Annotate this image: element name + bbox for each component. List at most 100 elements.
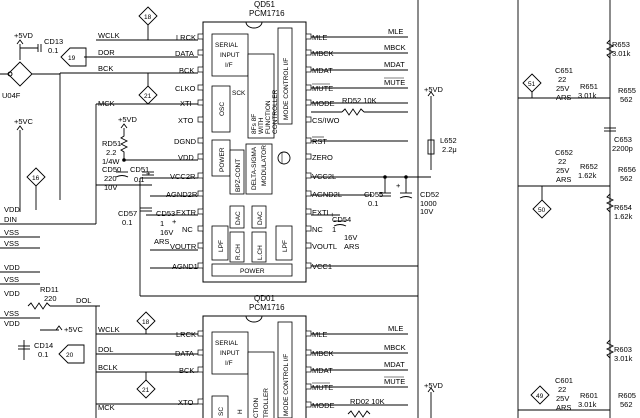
cd50-volt: 10V xyxy=(104,183,117,192)
ic2-notch xyxy=(245,315,263,323)
pin-bck: BCK xyxy=(179,66,194,75)
pin-vcc1: VCC1 xyxy=(312,262,332,271)
pin-clko: CLKO xyxy=(175,84,196,93)
supply-arrow-5vd xyxy=(427,91,435,97)
marker-49 xyxy=(530,385,550,405)
ic2-serial-3: I/F xyxy=(225,360,233,367)
supply-arrow-5vc xyxy=(16,125,24,131)
ic2-pin-bck: BCK xyxy=(179,366,194,375)
cd52-volt: 10V xyxy=(420,207,433,216)
pin-voutr: VOUTR xyxy=(170,242,197,251)
ic1-bpz-block xyxy=(229,149,245,195)
pin-vcc2r: VCC2R xyxy=(170,172,196,181)
marker-20-label: 20 xyxy=(66,352,74,359)
supply-arrow-rd51 xyxy=(120,123,128,129)
zero-transistor-symbol xyxy=(277,151,291,165)
cd50-val: 220 xyxy=(104,174,117,183)
cd13-ref: CD13 xyxy=(44,37,63,46)
rd52-label: RD52 10K xyxy=(342,96,377,105)
func-label-1: 8Fs 8F xyxy=(251,114,258,134)
ic2-part: PCM1716 xyxy=(249,303,285,312)
net-mute-bottom: MUTE xyxy=(384,377,405,386)
c651-volt: 25V xyxy=(556,84,569,93)
pin-xto: XTO xyxy=(178,116,193,125)
supply-vss-1: VSS xyxy=(4,228,19,237)
rd52-resistor xyxy=(341,108,365,116)
pin-rst: RST xyxy=(312,137,327,146)
left-bus-wires xyxy=(0,73,97,319)
ic1-serial-block xyxy=(211,33,249,77)
cd57-ref: CD57 xyxy=(118,209,137,218)
pin-mode: MODE xyxy=(312,99,335,108)
bpz-label: BPZ-CONT xyxy=(235,159,242,192)
cd53-ars: ARS xyxy=(154,237,169,246)
supply-vdd-3: VDD xyxy=(4,289,20,298)
r605-val: 562 xyxy=(620,400,633,409)
supply-arrow-5vd-left xyxy=(16,39,24,45)
rd51-val: 2.2 xyxy=(106,148,116,157)
ic1-dac-l xyxy=(251,205,267,229)
marker-18-top xyxy=(138,6,158,40)
net-mle-top: MLE xyxy=(388,27,403,36)
cd57-val: 0.1 xyxy=(122,218,132,227)
r654-ref: R654 xyxy=(614,203,632,212)
cd52-ref: CD52 xyxy=(420,190,439,199)
serial-label-1: SERIAL xyxy=(215,42,239,49)
net-wclk-top: WCLK xyxy=(98,31,120,40)
c601-val: 22 xyxy=(558,385,566,394)
l652-val: 2.2μ xyxy=(442,145,457,154)
bottom-right-wires xyxy=(311,333,408,406)
c651-ars: ARS xyxy=(556,93,571,102)
cd50-plate2 xyxy=(115,175,129,178)
lpf-r-label: LPF xyxy=(218,240,225,252)
ic2-mode-block xyxy=(277,321,293,418)
net-dol-bottom: DOL xyxy=(98,345,113,354)
net-dol-left: DOL xyxy=(76,296,91,305)
pin-nc-l: NC xyxy=(182,225,193,234)
cd14-val: 0.1 xyxy=(38,350,48,359)
supply-5vd-left: +5VD xyxy=(14,31,34,40)
rd11-ref: RD11 xyxy=(40,285,59,294)
ic2-pin-mdat: MDAT xyxy=(312,366,333,375)
ic1-notch xyxy=(245,21,263,29)
cd54-ref: CD54 xyxy=(332,215,351,224)
cd54-volt: 16V xyxy=(344,233,357,242)
marker-19 xyxy=(60,47,87,67)
c652-ref: C652 xyxy=(555,148,573,157)
r655-val: 562 xyxy=(620,95,633,104)
ic2-pin-xto: XTO xyxy=(178,398,193,407)
ic1-dac-r xyxy=(229,205,245,229)
rd51-ref: RD51 xyxy=(102,139,121,148)
rd02-label: RD02 10K xyxy=(350,397,385,406)
r601-val: 3.01k xyxy=(578,400,597,409)
ic1-function-block xyxy=(247,53,275,139)
rd51-resistor xyxy=(119,128,129,160)
c653-ref: C653 xyxy=(614,135,632,144)
marker-21-label: 21 xyxy=(144,93,152,100)
cd53-ref: CD53 xyxy=(156,209,175,218)
cd54-val: 1 xyxy=(332,225,336,234)
marker-18-label: 18 xyxy=(144,14,152,21)
ic2-pin-mbck: MBCK xyxy=(312,349,334,358)
dac-r-label: DAC xyxy=(235,211,242,225)
ic2-fn-label: H xyxy=(237,409,244,414)
ic2-pins xyxy=(197,330,312,408)
pin-vdd: VDD xyxy=(178,153,194,162)
rd11-resistor xyxy=(27,302,51,310)
ic2-pin-lrck: LRCK xyxy=(176,330,196,339)
r601-ref: R601 xyxy=(580,391,598,400)
pin-zero: ZERO xyxy=(312,153,333,162)
marker-18-bottom xyxy=(136,311,156,334)
r605-ref: R605 xyxy=(618,391,636,400)
ic2-serial-1: SERIAL xyxy=(215,340,239,347)
rd11-val: 220 xyxy=(44,294,57,303)
c652-val: 22 xyxy=(558,157,566,166)
marker-20 xyxy=(58,344,85,364)
pin-voutl: VOUTL xyxy=(312,242,337,251)
ic1-left-pins xyxy=(197,33,204,269)
r652-val: 1.62k xyxy=(578,171,597,180)
c652-volt: 25V xyxy=(556,166,569,175)
r654-val: 1.62k xyxy=(614,212,633,221)
cd51-val: 0.1 xyxy=(134,175,144,184)
supply-5vd-bottom: +5VD xyxy=(424,381,444,390)
